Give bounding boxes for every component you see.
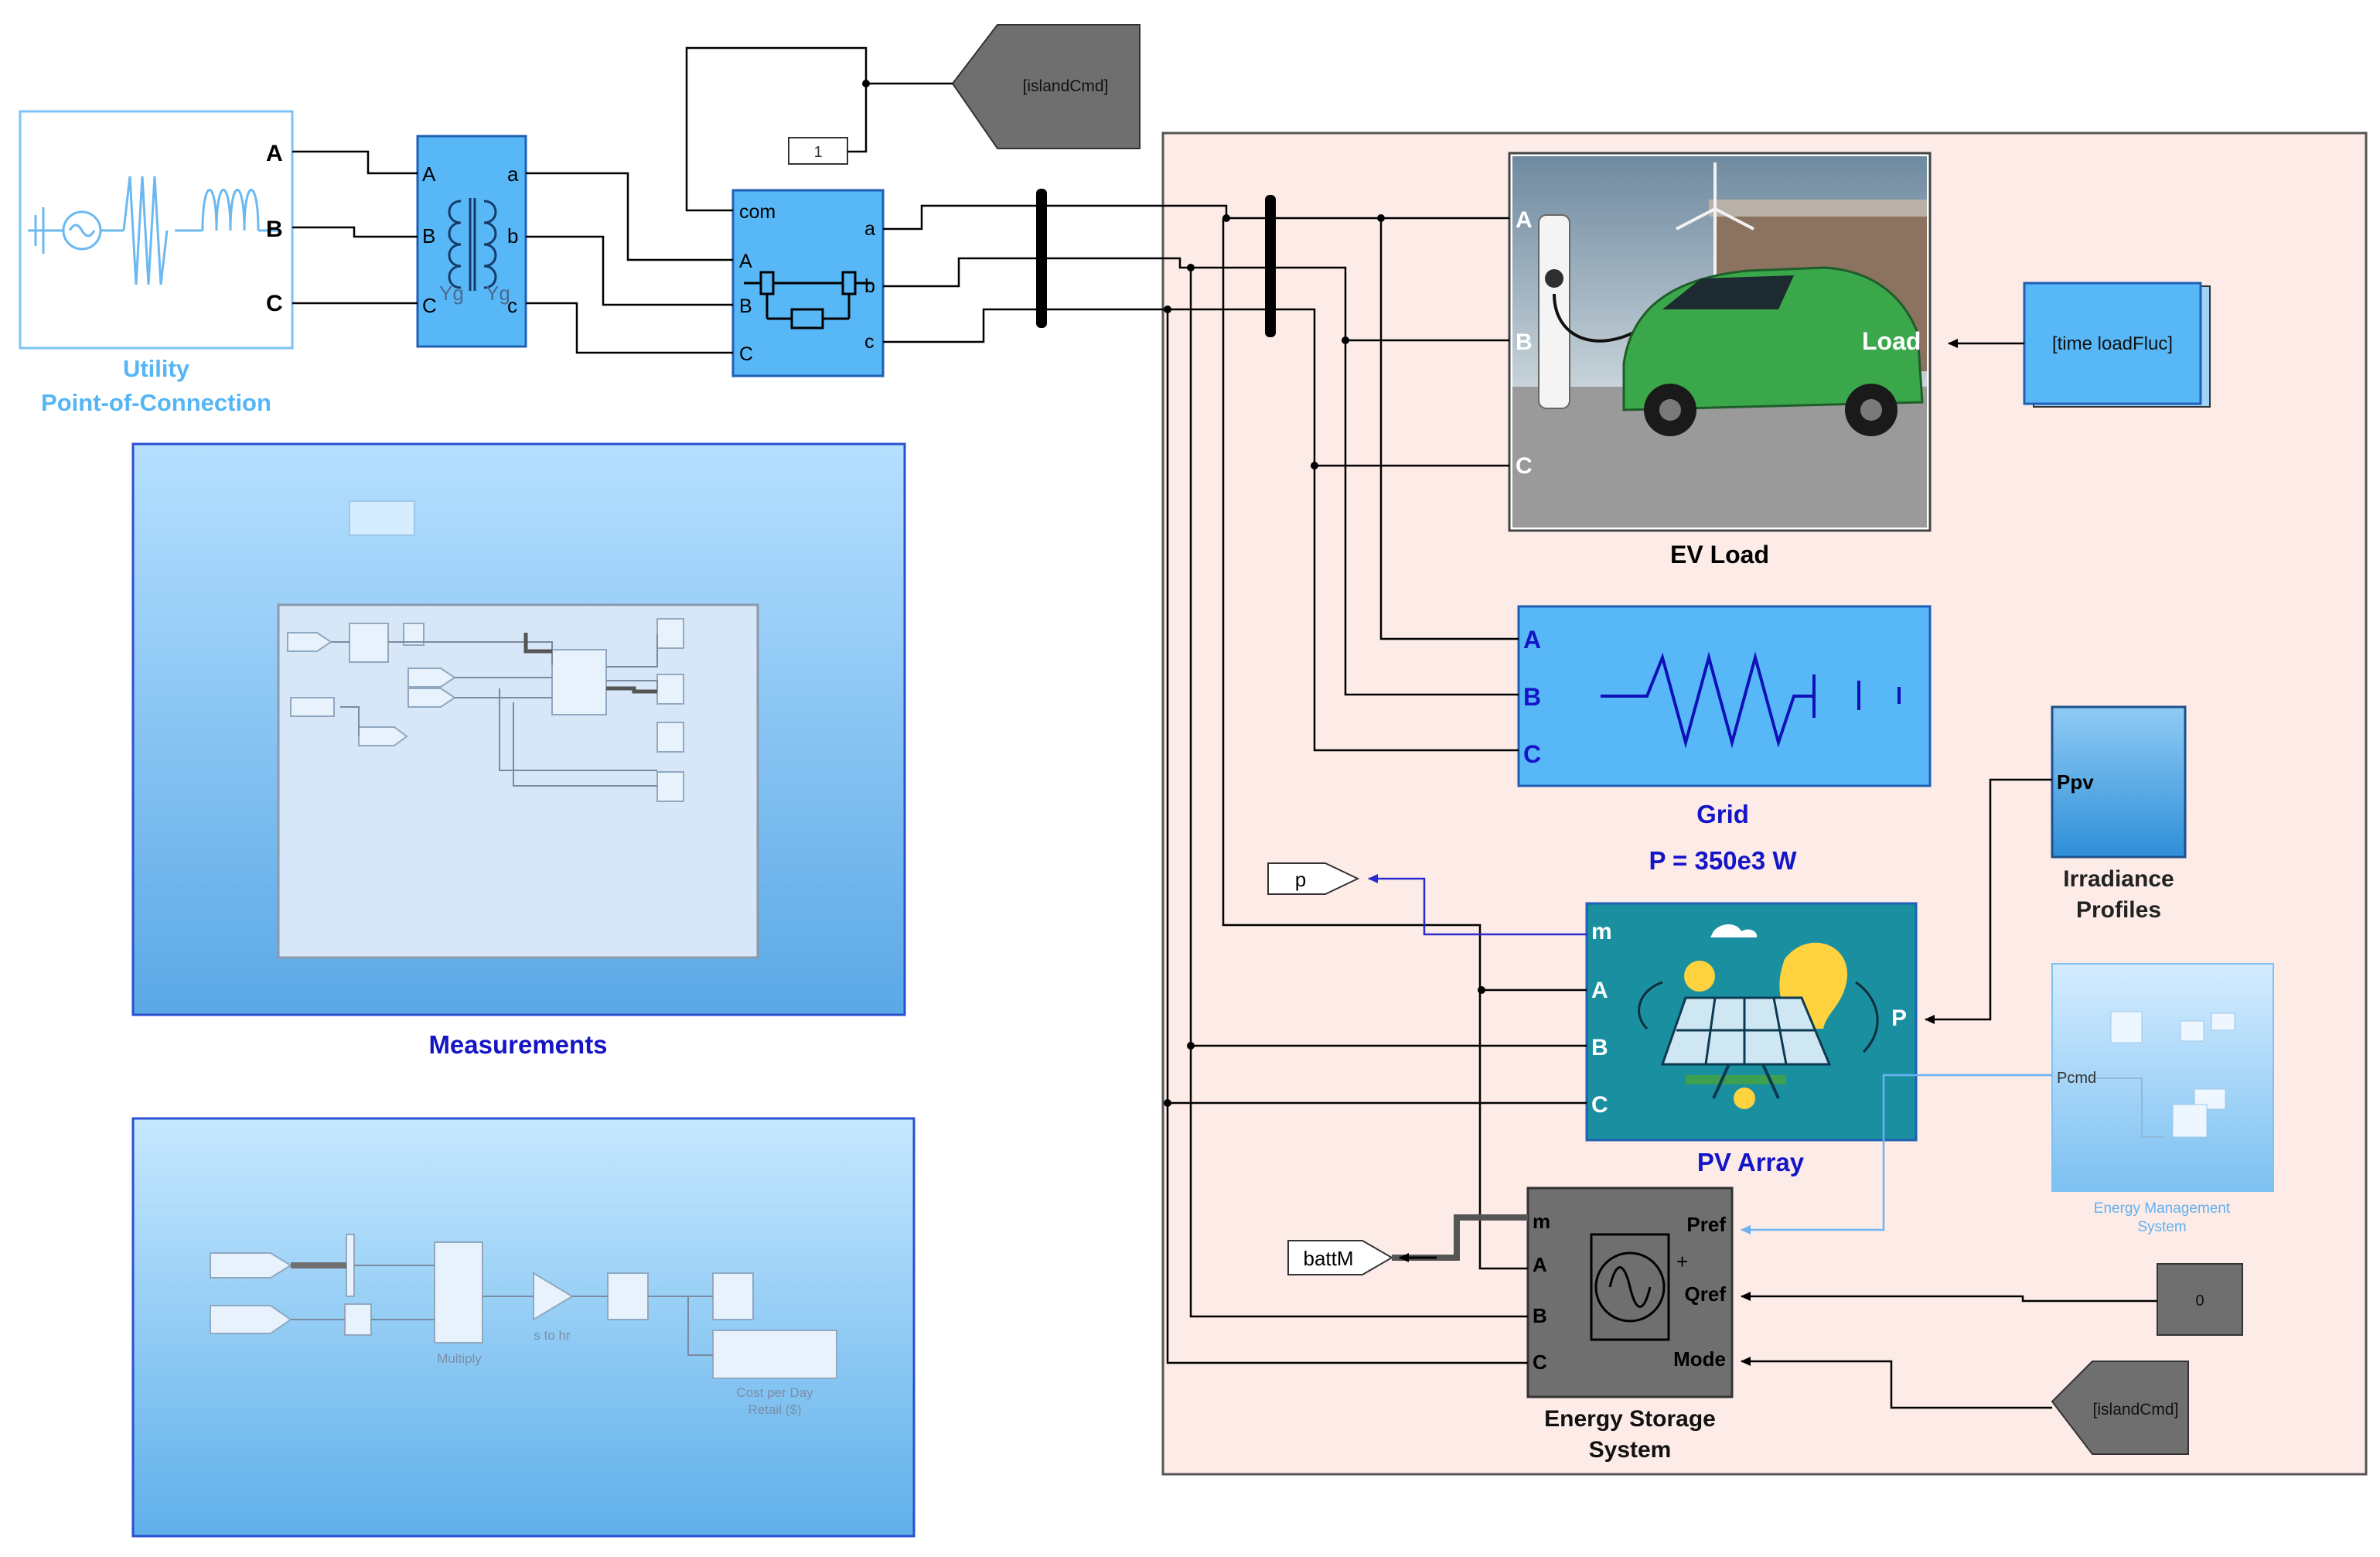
waveform-icon	[28, 176, 278, 285]
constant-one-block[interactable]: 1	[788, 137, 848, 165]
irradiance-title-2: Profiles	[2076, 897, 2161, 923]
ess-port-mode: Mode	[1673, 1347, 1726, 1371]
breaker-com-port: com	[739, 201, 776, 223]
ev-port-b: B	[1516, 329, 1533, 355]
ess-port-m: m	[1533, 1210, 1550, 1233]
p-goto-tag[interactable]: p	[1267, 862, 1360, 895]
breaker-port-b-out: b	[864, 275, 875, 297]
irradiance-title: Irradiance	[2063, 866, 2174, 892]
pv-port-b: B	[1591, 1035, 1608, 1060]
xfmr-port-a-in: A	[422, 162, 436, 186]
utility-port-a: A	[266, 141, 283, 166]
breaker-symbol-icon	[744, 271, 872, 329]
ev-car-icon	[1622, 266, 1924, 436]
grid-port-b: B	[1523, 683, 1541, 711]
constant-one-value: 1	[813, 144, 822, 161]
breaker-block[interactable]: com A B C a b c	[731, 189, 885, 377]
cost-display-label-2: Retail ($)	[748, 1402, 802, 1417]
ems-port-pcmd: Pcmd	[2057, 1070, 2096, 1087]
ev-port-c: C	[1516, 453, 1533, 479]
irradiance-block[interactable]: Ppv	[2051, 705, 2187, 859]
xfmr-port-b-in: B	[422, 224, 435, 248]
utility-label: Utility	[123, 355, 190, 382]
breaker-port-b-in: B	[739, 295, 752, 317]
zero-constant-value: 0	[2195, 1292, 2204, 1309]
resistor-icon	[1601, 651, 1901, 749]
zero-constant-block[interactable]: 0	[2157, 1263, 2243, 1336]
grid-port-a: A	[1523, 626, 1541, 654]
island-from-tag: [islandCmd]	[2093, 1401, 2179, 1419]
xfmr-port-c-out: c	[507, 294, 517, 317]
island-cmd-from[interactable]: [islandCmd]	[2051, 1361, 2189, 1455]
signal-wires	[1368, 339, 2157, 1409]
measurements-title: Measurements	[428, 1030, 607, 1059]
ev-load-port: Load	[1862, 327, 1921, 355]
breaker-port-a-in: A	[739, 251, 752, 272]
pv-port-a: A	[1591, 978, 1608, 1003]
ev-load-block[interactable]: A B C Load	[1508, 152, 1932, 532]
solar-panel-icon	[1638, 924, 1879, 1109]
wire-junctions	[862, 80, 1485, 1107]
island-cmd-goto[interactable]: [islandCmd]	[951, 24, 1141, 149]
measurements-block[interactable]	[131, 442, 906, 1016]
ev-port-a: A	[1516, 207, 1533, 233]
load-fluc-from-block[interactable]: [time loadFluc]	[2023, 282, 2211, 408]
breaker-port-c-out: c	[864, 331, 875, 353]
ems-block[interactable]: Pcmd	[2051, 963, 2274, 1192]
ess-port-qref: Qref	[1685, 1282, 1727, 1306]
xfmr-port-a-out: a	[507, 162, 519, 186]
cost-display-label: Cost per Day	[736, 1385, 813, 1400]
breaker-port-c-in: C	[739, 343, 753, 365]
xfmr-winding-2: Yg	[486, 282, 510, 305]
bus-bar-2	[1265, 195, 1276, 337]
batt-tag-label: battM	[1303, 1247, 1353, 1270]
grid-block[interactable]: A B C	[1517, 605, 1932, 787]
bus-bar-1	[1036, 189, 1047, 328]
grid-port-c: C	[1523, 740, 1541, 768]
utility-port-c: C	[266, 291, 283, 316]
ess-port-c: C	[1533, 1350, 1547, 1374]
pv-port-m: m	[1591, 919, 1612, 944]
utility-port-b: B	[266, 217, 283, 242]
irradiance-port: Ppv	[2057, 770, 2094, 794]
p-tag-label: p	[1295, 868, 1306, 891]
utility-label-2: Point-of-Connection	[41, 389, 271, 416]
batt-goto-tag[interactable]: battM	[1287, 1240, 1393, 1275]
energy-storage-block[interactable]: + m A B C Pref Qref Mode	[1526, 1187, 1734, 1398]
xfmr-port-c-in: C	[422, 294, 437, 317]
pv-port-c: C	[1591, 1092, 1608, 1118]
pv-array-title: PV Array	[1697, 1148, 1805, 1176]
xfmr-winding-1: Yg	[439, 282, 464, 305]
cost-block[interactable]: Multiply s to hr Cost per Day Retail ($)	[131, 1117, 916, 1538]
ac-source-icon	[1594, 1251, 1666, 1323]
ems-label: Energy Management	[2094, 1200, 2231, 1217]
load-fluc-value: [time loadFluc]	[2052, 333, 2173, 354]
ess-title: Energy Storage	[1544, 1406, 1716, 1432]
transformer-coil-icon	[448, 198, 497, 291]
pv-array-block[interactable]: m A B C P	[1585, 902, 1918, 1142]
grid-power-label: P = 350e3 W	[1649, 846, 1797, 875]
power-wires	[292, 46, 1587, 1364]
island-goto-tag: [islandCmd]	[1023, 77, 1109, 95]
ess-port-a: A	[1533, 1253, 1547, 1276]
xfmr-port-b-out: b	[507, 224, 518, 248]
plus-icon: +	[1676, 1250, 1688, 1273]
ev-load-title: EV Load	[1670, 541, 1769, 569]
ems-label-2: System	[2137, 1219, 2186, 1235]
pv-port-p: P	[1891, 1006, 1907, 1031]
transformer-block[interactable]: A B C a b c Yg Yg	[416, 135, 527, 348]
utility-source-block[interactable]: A B C	[19, 110, 294, 350]
grid-title: Grid	[1696, 800, 1749, 828]
ess-port-b: B	[1533, 1304, 1547, 1327]
breaker-port-a-out: a	[864, 218, 875, 240]
gain-label: s to hr	[534, 1328, 571, 1343]
charger-icon	[1538, 214, 1649, 409]
ess-port-pref: Pref	[1686, 1213, 1726, 1236]
ess-title-2: System	[1589, 1437, 1672, 1463]
multiply-label: Multiply	[437, 1351, 482, 1366]
